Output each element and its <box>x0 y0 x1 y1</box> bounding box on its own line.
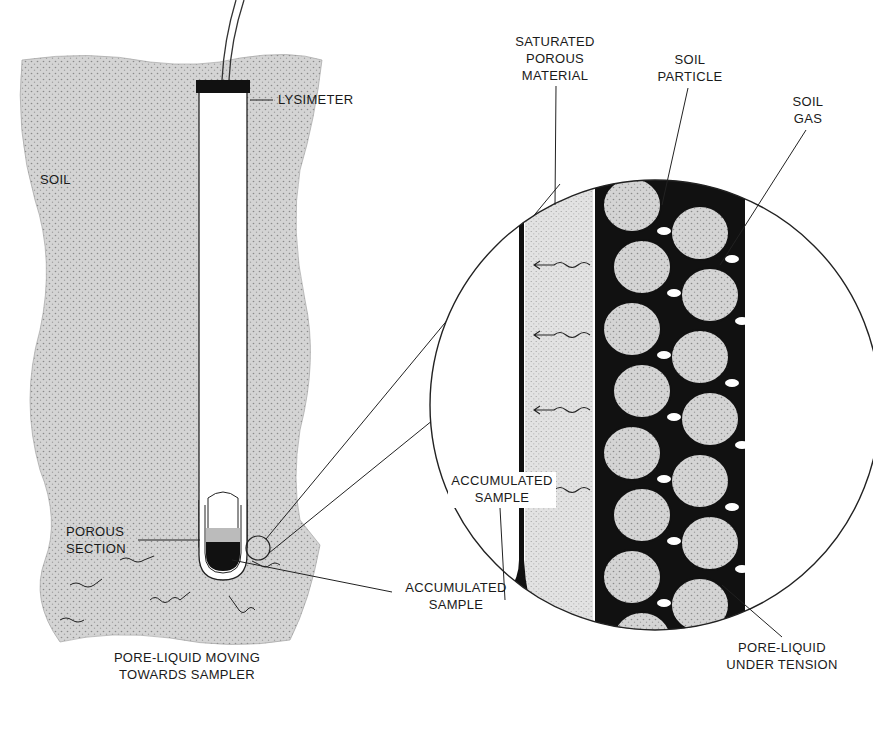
magnified-view <box>430 180 873 630</box>
pore-liquid-tension-label: PORE-LIQUID UNDER TENSION <box>714 640 850 674</box>
pore-liquid-label: PORE-LIQUID MOVING TOWARDS SAMPLER <box>112 650 262 684</box>
accumulated-sample-label: ACCUMULATED SAMPLE <box>448 472 556 508</box>
lysimeter-cap <box>196 80 250 93</box>
lysimeter-label: LYSIMETER <box>278 92 353 109</box>
accumulated-sample-label: ACCUMULATED SAMPLE <box>395 580 517 614</box>
soil-particle-label: SOIL PARTICLE <box>648 52 732 86</box>
porous-material-label: SATURATED POROUS MATERIAL <box>500 34 610 85</box>
lysimeter-tube <box>199 92 247 547</box>
soil-body <box>20 54 322 644</box>
saturated-porous-band <box>525 170 593 650</box>
porous-section-label: POROUS SECTION <box>66 524 138 558</box>
soil-label: SOIL <box>40 172 71 189</box>
soil-gas-label: SOIL GAS <box>778 94 838 128</box>
